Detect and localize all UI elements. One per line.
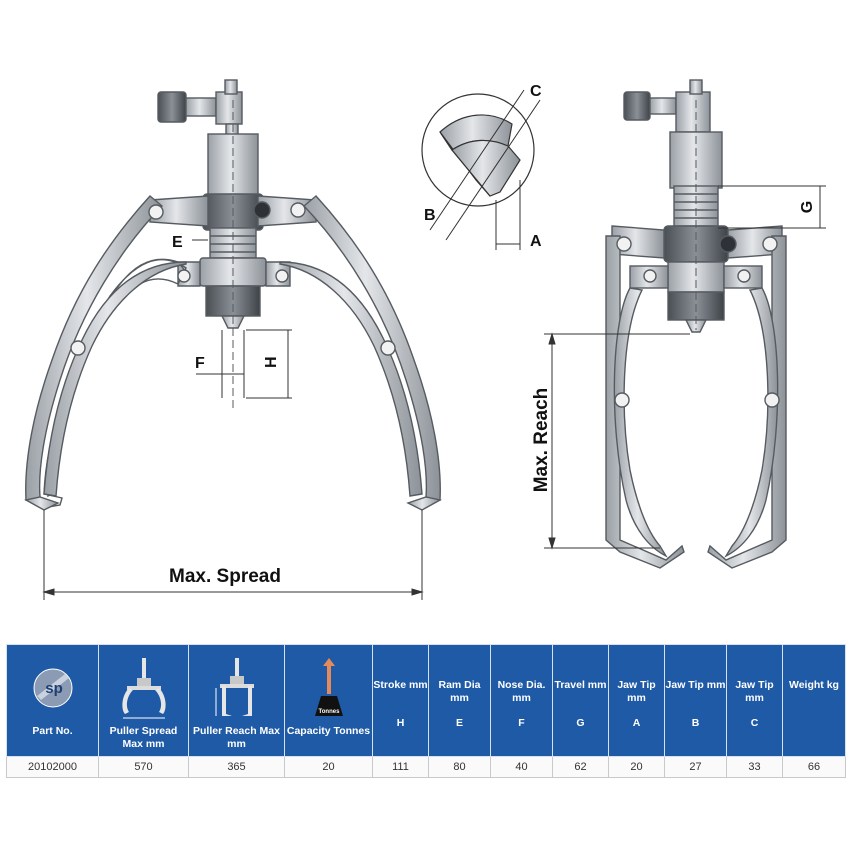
header-travel-label: Travel mm	[554, 679, 607, 691]
puller-diagram: Max. Spread E F H A B C	[24, 79, 826, 600]
header-puller-reach-label: Puller Reach Max mm	[193, 725, 280, 750]
spec-table: sp Part No. Puller Spread Max mm	[6, 644, 846, 778]
cell-nose-dia: 40	[490, 756, 553, 778]
cell-ram-dia: 80	[428, 756, 491, 778]
header-stroke-letter: H	[396, 717, 405, 729]
cell-jaw-tip-c: 33	[726, 756, 783, 778]
header-jaw-tip-a-letter: A	[632, 717, 641, 729]
header-puller-spread: Puller Spread Max mm	[98, 644, 189, 757]
svg-text:Tonnes: Tonnes	[318, 709, 340, 715]
header-capacity: Tonnes Capacity Tonnes	[284, 644, 373, 757]
header-jaw-tip-c: Jaw Tip mm C	[726, 644, 783, 757]
svg-text:sp: sp	[45, 680, 63, 697]
header-stroke-label: Stroke mm	[373, 679, 428, 691]
label-c: C	[530, 83, 542, 100]
header-ram-dia-letter: E	[455, 717, 463, 729]
puller-spread-icon	[121, 658, 166, 719]
right-dimensions	[544, 185, 826, 550]
header-ram-dia-label: Ram Dia mm	[438, 679, 481, 704]
label-g: G	[799, 201, 816, 213]
header-jaw-tip-b-letter: B	[691, 717, 700, 729]
header-part-no: sp Part No.	[6, 644, 99, 757]
header-puller-spread-label: Puller Spread Max mm	[109, 725, 178, 750]
capacity-weight-icon: Tonnes	[314, 658, 343, 716]
cell-part-no: 20102000	[6, 756, 99, 778]
cell-capacity: 20	[284, 756, 373, 778]
table-row: 20102000 570 365 20 111 80 40 62 20 27 3…	[6, 756, 846, 778]
header-travel-letter: G	[576, 717, 585, 729]
cell-weight: 66	[782, 756, 846, 778]
header-weight-label: Weight kg	[789, 679, 839, 691]
header-puller-reach: Puller Reach Max mm	[188, 644, 285, 757]
table-header-row: sp Part No. Puller Spread Max mm	[6, 644, 846, 757]
header-travel: Travel mm G	[552, 644, 609, 757]
header-jaw-tip-a-label: Jaw Tip mm	[617, 679, 656, 704]
label-b: B	[424, 207, 436, 224]
puller-reach-icon	[215, 658, 254, 716]
header-ram-dia: Ram Dia mm E	[428, 644, 491, 757]
label-max-reach: Max. Reach	[531, 388, 552, 493]
header-jaw-tip-b: Jaw Tip mm B	[664, 644, 727, 757]
header-stroke: Stroke mm H	[372, 644, 429, 757]
cell-puller-reach: 365	[188, 756, 285, 778]
label-max-spread: Max. Spread	[169, 566, 281, 587]
header-capacity-label: Capacity Tonnes	[286, 725, 371, 737]
label-h: H	[263, 356, 280, 368]
right-puller-drawing	[605, 79, 787, 569]
left-dimensions	[42, 239, 424, 600]
sp-logo-icon: sp	[33, 668, 72, 708]
header-nose-dia: Nose Dia. mm F	[490, 644, 553, 757]
label-a: A	[530, 233, 542, 250]
header-part-no-label: Part No.	[32, 725, 73, 737]
jaw-tip-detail	[421, 89, 541, 250]
cell-puller-spread: 570	[98, 756, 189, 778]
cell-jaw-tip-a: 20	[608, 756, 665, 778]
header-nose-dia-label: Nose Dia. mm	[497, 679, 546, 704]
cell-jaw-tip-b: 27	[664, 756, 727, 778]
label-e: E	[172, 234, 183, 251]
left-puller-drawing	[24, 79, 442, 511]
cell-travel: 62	[552, 756, 609, 778]
header-jaw-tip-a: Jaw Tip mm A	[608, 644, 665, 757]
label-f: F	[195, 355, 205, 372]
header-weight: Weight kg	[782, 644, 846, 757]
header-nose-dia-letter: F	[518, 717, 525, 729]
cell-stroke: 111	[372, 756, 429, 778]
header-jaw-tip-c-letter: C	[750, 717, 759, 729]
header-jaw-tip-b-label: Jaw Tip mm	[665, 679, 726, 691]
header-jaw-tip-c-label: Jaw Tip mm	[735, 679, 774, 704]
